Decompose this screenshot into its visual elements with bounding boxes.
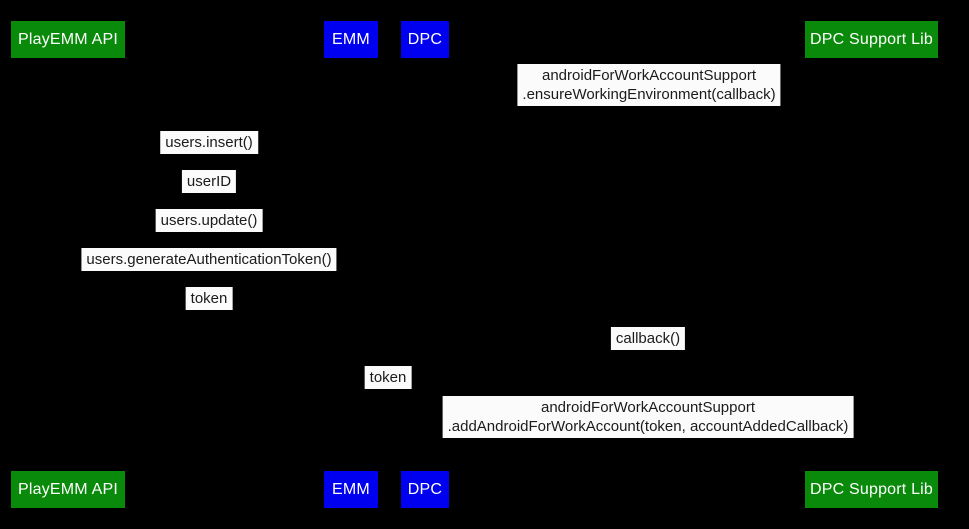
message-label-callback: callback() [610, 327, 686, 350]
message-line: users.generateAuthenticationToken() [86, 251, 332, 268]
message-label-user-id: userID [181, 170, 237, 193]
actor-label: PlayEMM API [17, 30, 118, 48]
message-label-token-forward: token [364, 366, 412, 389]
actor-dpc-top: DPC [401, 21, 449, 58]
message-label-token-response: token [185, 287, 233, 310]
actor-emm-bottom: EMM [324, 471, 378, 508]
actor-emm-top: EMM [324, 21, 378, 58]
actor-dpc-bottom: DPC [401, 471, 449, 508]
message-label-users-update: users.update() [155, 209, 263, 232]
message-label-add-android-for-work-account: androidForWorkAccountSupport .addAndroid… [442, 396, 854, 438]
actor-playemm-api-bottom: PlayEMM API [11, 471, 125, 508]
actor-label: DPC [407, 30, 443, 48]
actor-label: DPC [407, 480, 443, 498]
message-line: .addAndroidForWorkAccount(token, account… [447, 418, 849, 435]
actor-label: EMM [332, 30, 370, 48]
message-label-users-insert: users.insert() [160, 131, 258, 154]
message-line: users.insert() [165, 134, 253, 151]
message-line: callback() [615, 330, 681, 347]
message-line: token [369, 369, 407, 386]
message-line: androidForWorkAccountSupport [541, 67, 756, 84]
actor-playemm-api-top: PlayEMM API [11, 21, 125, 58]
message-line: users.update() [160, 212, 258, 229]
actor-dpc-support-lib-top: DPC Support Lib [805, 21, 938, 58]
message-label-users-generate-authentication-token: users.generateAuthenticationToken() [81, 248, 337, 271]
actor-label: EMM [332, 480, 370, 498]
message-line: .ensureWorkingEnvironment(callback) [522, 86, 776, 103]
message-label-ensure-working-environment: androidForWorkAccountSupport .ensureWork… [517, 64, 781, 106]
message-line: androidForWorkAccountSupport [541, 399, 755, 416]
actor-label: PlayEMM API [17, 480, 118, 498]
message-line: userID [186, 173, 232, 190]
actor-label: DPC Support Lib [809, 480, 934, 498]
actor-label: DPC Support Lib [809, 30, 934, 48]
actor-dpc-support-lib-bottom: DPC Support Lib [805, 471, 938, 508]
message-line: token [190, 290, 228, 307]
